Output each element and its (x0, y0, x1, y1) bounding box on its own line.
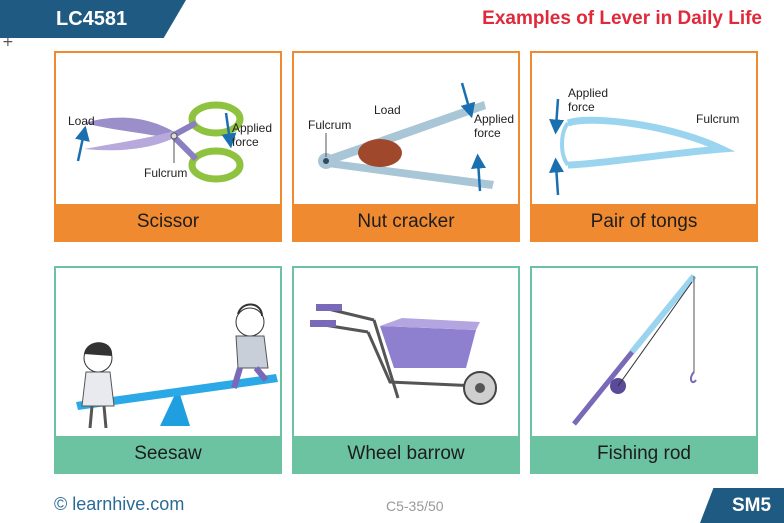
card-caption-fishing-rod: Fishing rod (532, 436, 756, 472)
wheel-barrow-illustration (310, 304, 497, 405)
card-nut-cracker: Fulcrum Load Applied force Nut cracker (292, 51, 520, 242)
scissor-illustration: Load Applied force Fulcrum (68, 101, 272, 183)
tongs-force-label: force (568, 100, 595, 114)
card-caption-seesaw: Seesaw (56, 436, 280, 472)
seesaw-illustration (76, 303, 278, 429)
nut-cracker-fulcrum-label: Fulcrum (308, 118, 351, 132)
page-title: Examples of Lever in Daily Life (482, 8, 762, 29)
card-caption-pair-of-tongs: Pair of tongs (532, 204, 756, 240)
lesson-code: LC4581 (56, 8, 128, 30)
card-caption-nut-cracker: Nut cracker (294, 204, 518, 240)
card-pair-of-tongs: Applied force Fulcrum Pair of tongs (530, 51, 758, 242)
fishing-rod-illustration (572, 274, 697, 426)
sm-badge: SM5 (700, 488, 784, 523)
card-caption-wheel-barrow: Wheel barrow (294, 436, 518, 472)
nut-cracker-load-label: Load (374, 103, 401, 117)
footer-site-link[interactable]: © learnhive.com (54, 494, 185, 514)
nut-cracker-applied-label: Applied (474, 112, 514, 126)
plus-icon: + (2, 34, 14, 50)
scissor-fulcrum-label: Fulcrum (144, 166, 187, 180)
scissor-applied-label: Applied (232, 121, 272, 135)
card-caption-scissor: Scissor (56, 204, 280, 240)
nut-cracker-illustration: Fulcrum Load Applied force (308, 82, 514, 192)
nut-cracker-force-label: force (474, 126, 501, 140)
tongs-illustration: Applied force Fulcrum (549, 86, 739, 196)
tongs-applied-label: Applied (568, 86, 608, 100)
card-seesaw: Seesaw (54, 266, 282, 474)
card-scissor: Load Applied force Fulcrum Scissor (54, 51, 282, 242)
footer-page-number: C5-35/50 (386, 498, 444, 514)
sm-badge-label: SM5 (732, 495, 772, 516)
girl-figure (81, 342, 115, 429)
card-wheel-barrow: Wheel barrow (292, 266, 520, 474)
lesson-code-tab: LC4581 (0, 0, 186, 38)
scissor-load-label: Load (68, 114, 95, 128)
boy-figure (231, 303, 269, 389)
card-fishing-rod: Fishing rod (530, 266, 758, 474)
scissor-force-label: force (232, 135, 259, 149)
tongs-fulcrum-label: Fulcrum (696, 112, 739, 126)
